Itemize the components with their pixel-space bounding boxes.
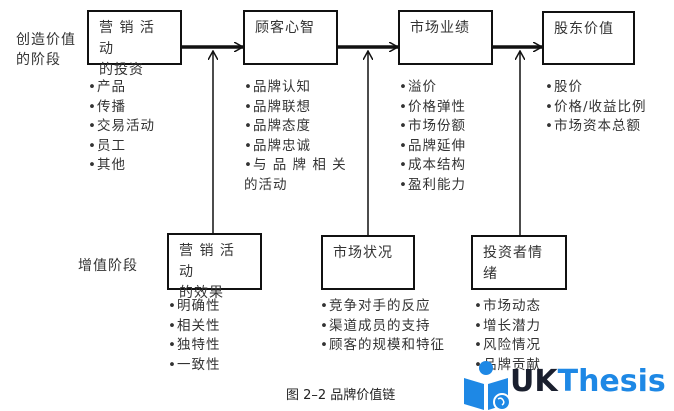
list-item: •市场资本总额 xyxy=(545,118,641,134)
box-shareholder-value: 股东价值 xyxy=(542,11,635,65)
list-item: •成本结构 xyxy=(399,157,466,173)
list-item: •其他 xyxy=(88,157,126,173)
list-item: •顾客的规模和特征 xyxy=(320,337,445,353)
box-investor-sentiment: 投资者情绪 xyxy=(471,235,567,290)
list-item: •价格/收益比例 xyxy=(545,98,647,115)
box-customer-mindset: 顾客心智 xyxy=(243,10,338,65)
list-market-conditions: •竞争对手的反应 •渠道成员的支持 •顾客的规模和特征 xyxy=(320,297,445,356)
list-market-performance: •溢价 •价格弹性 •市场份额 •品牌延伸 •成本结构 •盈利能力 xyxy=(399,78,466,195)
list-item: •品牌忠诚 xyxy=(244,137,311,154)
list-item: •一致性 xyxy=(168,356,221,373)
box-market-conditions: 市场状况 xyxy=(321,235,415,290)
list-item: •传播 xyxy=(88,98,126,115)
box-program-quality: 营 销 活 动 的效果 xyxy=(167,233,262,301)
box-market-performance: 市场业绩 xyxy=(398,10,493,65)
list-item: •员工 xyxy=(88,137,126,154)
list-program-quality: •明确性 •相关性 •独特性 •一致性 xyxy=(168,297,220,375)
list-item: •相关性 xyxy=(168,317,221,334)
list-item: •竞争对手的反应 xyxy=(320,298,431,314)
watermark-logo: UKThesis xyxy=(460,360,674,411)
list-item: •明确性 xyxy=(168,298,221,314)
watermark-text-thesis: Thesis xyxy=(557,364,666,399)
list-item: •股价 xyxy=(545,79,583,95)
list-item: •市场动态 xyxy=(474,298,541,314)
list-item: •盈利能力 xyxy=(399,176,466,193)
list-marketing-investment: •产品 •传播 •交易活动 •员工 •其他 xyxy=(88,78,155,176)
list-item: •交易活动 xyxy=(88,118,155,134)
list-item: •增长潜力 xyxy=(474,317,541,334)
list-item: •独特性 xyxy=(168,337,221,353)
list-item: •品牌延伸 xyxy=(399,137,466,154)
list-customer-mindset: •品牌认知 •品牌联想 •品牌态度 •品牌忠诚 •与 品 牌 相 关 的活动 xyxy=(244,78,347,195)
box-marketing-investment: 营 销 活 动 的投资 xyxy=(87,10,182,78)
figure-caption: 图 2–2 品牌价值链 xyxy=(286,388,396,403)
list-item: 的活动 xyxy=(244,176,288,193)
list-item: •市场份额 xyxy=(399,118,466,134)
list-item: •风险情况 xyxy=(474,337,541,353)
stage-label-creation: 创造价值 的阶段 xyxy=(16,32,76,68)
reader-globe-icon xyxy=(464,361,510,411)
stage-label-addition: 增值阶段 xyxy=(78,258,138,274)
list-item: •溢价 xyxy=(399,79,437,95)
list-shareholder-value: •股价 •价格/收益比例 •市场资本总额 xyxy=(545,78,647,137)
list-item: •价格弹性 xyxy=(399,98,466,115)
list-item: •产品 xyxy=(88,79,126,95)
list-item: •品牌认知 xyxy=(244,79,311,95)
watermark-text: UKThesis xyxy=(510,364,666,399)
list-item: •与 品 牌 相 关 xyxy=(244,157,347,173)
list-item: •品牌态度 xyxy=(244,118,311,134)
list-item: •渠道成员的支持 xyxy=(320,317,431,334)
list-item: •品牌联想 xyxy=(244,98,311,115)
watermark-text-uk: UK xyxy=(510,364,558,399)
list-investor-sentiment: •市场动态 •增长潜力 •风险情况 •品牌贡献 xyxy=(474,297,541,375)
